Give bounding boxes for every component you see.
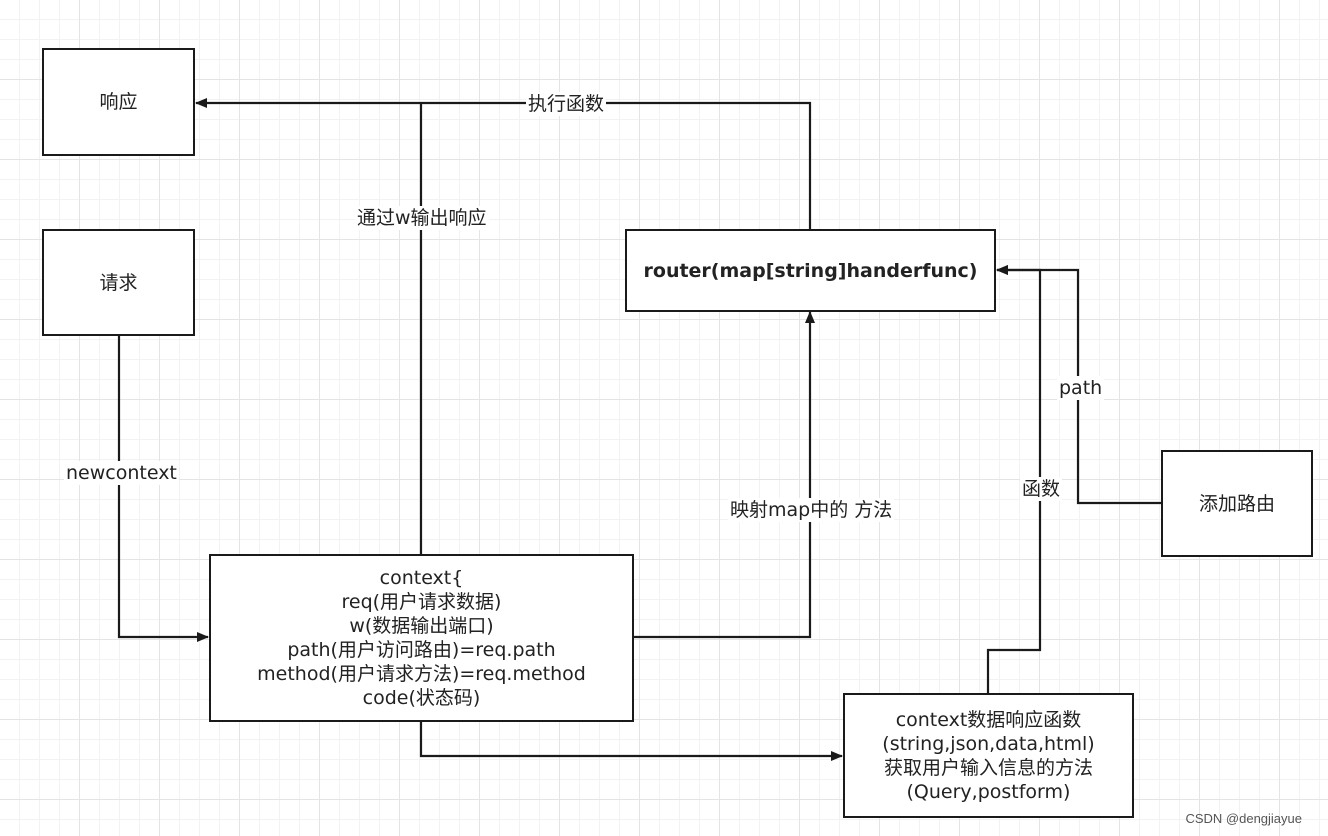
response-label: 响应 <box>99 91 138 113</box>
edge-label-output-via-w: 通过w输出响应 <box>355 206 489 230</box>
router-label: router(map[string]handerfunc) <box>643 259 978 282</box>
edge-label-map-method: 映射map中的 方法 <box>728 498 895 522</box>
context-line: path(用户访问路由)=req.path <box>287 639 556 661</box>
router-box: router(map[string]handerfunc) <box>625 229 996 312</box>
context-funcs-line: context数据响应函数 <box>895 708 1082 731</box>
context-funcs-line: (Query,postform) <box>906 780 1071 803</box>
context-line: context{ <box>379 567 464 589</box>
edge-label-path: path <box>1057 376 1105 400</box>
edge-label-newcontext: newcontext <box>64 461 179 485</box>
request-box: 请求 <box>42 229 195 336</box>
add-route-label: 添加路由 <box>1198 492 1275 515</box>
edge-label-func: 函数 <box>1020 477 1063 501</box>
edge-label-exec-func: 执行函数 <box>526 92 607 116</box>
context-funcs-box: context数据响应函数 (string,json,data,html) 获取… <box>843 693 1134 818</box>
context-line: req(用户请求数据) <box>341 591 502 613</box>
context-funcs-line: 获取用户输入信息的方法 <box>883 756 1093 779</box>
context-funcs-lines: context数据响应函数 (string,json,data,html) 获取… <box>882 708 1094 804</box>
context-funcs-line: (string,json,data,html) <box>882 732 1095 755</box>
edge-request-to-context <box>117 336 209 642</box>
watermark: CSDN @dengjiayue <box>1185 811 1302 826</box>
edge-router-to-response <box>195 98 812 229</box>
response-box: 响应 <box>42 48 195 156</box>
edge-context-to-funcs <box>419 721 843 761</box>
request-label: 请求 <box>99 271 138 294</box>
context-line: code(状态码) <box>362 687 481 709</box>
context-line: w(数据输出端口) <box>349 615 494 637</box>
context-box: context{ req(用户请求数据) w(数据输出端口) path(用户访问… <box>209 554 634 722</box>
context-fields: context{ req(用户请求数据) w(数据输出端口) path(用户访问… <box>257 566 586 710</box>
context-line: method(用户请求方法)=req.method <box>257 663 586 685</box>
edge-context-to-router <box>634 311 815 639</box>
add-route-box: 添加路由 <box>1161 450 1313 557</box>
